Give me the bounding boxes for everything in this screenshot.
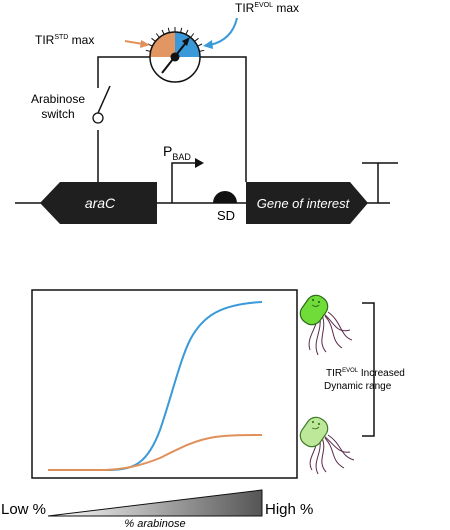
dial-tick — [151, 37, 156, 42]
plot-frame — [31, 289, 298, 479]
promoter-label-main: P — [163, 143, 172, 159]
sd-label: SD — [217, 208, 235, 223]
tir-std-suffix: max — [68, 33, 94, 47]
arabinose-gradient: Low % High % % arabinose — [1, 489, 313, 530]
gene-of-interest-label: Gene of interest — [257, 196, 351, 211]
tir-std-sup: STD — [54, 34, 68, 41]
tir-evol-sup: EVOL — [254, 2, 273, 9]
dial-tick — [167, 27, 170, 33]
sd-rbs-icon — [213, 191, 237, 203]
switch-label-line1: Arabinose — [31, 92, 85, 106]
tir-dial-gauge — [145, 27, 205, 83]
tir-std-arrow-icon — [124, 40, 150, 48]
tir-std-main: TIR — [35, 33, 55, 47]
low-percent-label: Low % — [1, 501, 46, 518]
arac-gene-block — [40, 182, 157, 224]
switch-pivot — [92, 112, 104, 124]
tir-evol-main: TIR — [235, 1, 255, 15]
tir-evol-suffix: max — [273, 1, 299, 15]
control-loop-wires — [97, 56, 247, 182]
gene-of-interest-block — [246, 182, 368, 224]
bacterium-low-icon — [299, 416, 355, 475]
tir-evol-arrow-icon — [203, 17, 238, 49]
std-response-curve — [48, 434, 263, 471]
dial-tick — [180, 27, 183, 33]
dial-ticks — [145, 27, 205, 58]
dial-tick — [197, 43, 203, 47]
gradient-wedge — [47, 489, 263, 517]
response-plot: TIREVOL Increased Dynamic range — [31, 289, 405, 479]
dial-tick — [161, 29, 165, 35]
annotation-line1-suffix: Increased — [358, 368, 405, 379]
promoter-arrow-icon — [171, 158, 204, 203]
annotation-line2: Dynamic range — [324, 381, 392, 392]
dial-needle-tip — [182, 37, 190, 46]
tir-std-label: TIRSTD max — [35, 33, 94, 47]
arac-label: araC — [85, 195, 116, 211]
dynamic-range-bracket — [362, 302, 375, 437]
annotation-prefix: TIR — [326, 368, 342, 379]
dial-tick — [155, 33, 160, 38]
dial-tick — [194, 37, 199, 42]
promoter-label-sub: BAD — [172, 152, 191, 162]
genetic-circuit: araC Gene of interest PBAD SD Arabinose — [15, 1, 398, 224]
evol-response-curve — [48, 301, 263, 471]
promoter-label: PBAD — [163, 143, 191, 162]
dial-tick — [145, 49, 151, 52]
high-percent-label: High % — [265, 501, 313, 518]
annotation-sup: EVOL — [342, 368, 359, 374]
dial-hub — [170, 52, 180, 62]
annotation-line1: TIREVOL Increased — [326, 368, 405, 379]
bacterium-high-icon — [299, 294, 353, 356]
dial-tick — [190, 33, 195, 38]
switch-label-line2: switch — [41, 107, 74, 121]
terminator-icon — [362, 162, 398, 203]
tir-evol-label: TIREVOL max — [235, 1, 299, 15]
dial-tick — [185, 29, 189, 35]
dial-tick — [199, 49, 205, 52]
arabinose-axis-label: % arabinose — [124, 518, 185, 530]
